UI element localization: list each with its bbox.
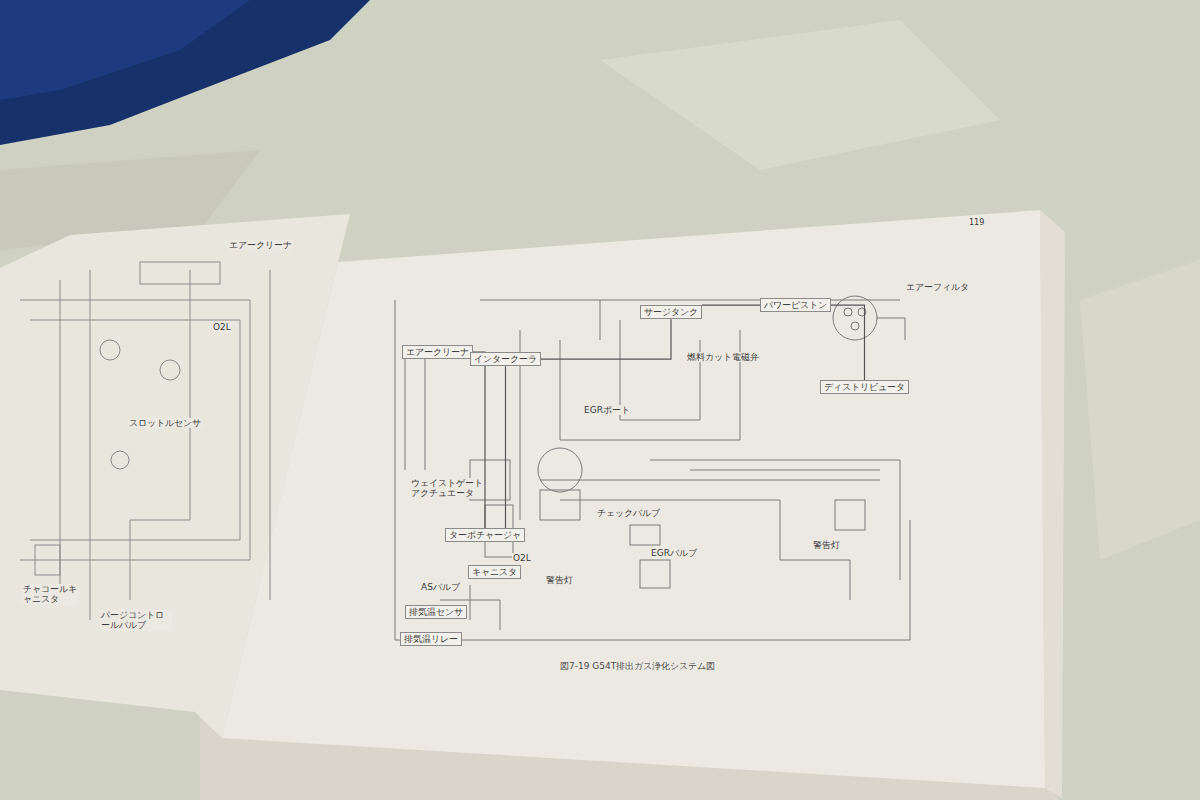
hose-line — [505, 366, 506, 528]
page-number: 119 — [968, 218, 985, 227]
part-label: チャコールキャニスタ — [22, 584, 78, 605]
component-name: エアークリーナ — [406, 347, 469, 357]
part-label: エアーフィルタ — [905, 282, 970, 292]
part-label: ASバルブ — [420, 582, 461, 592]
component-box: インタークーラ — [470, 352, 541, 366]
part-label: パージコントロールバルブ — [100, 610, 172, 631]
component-box: 排気温センサ — [405, 605, 467, 619]
component-box: ディストリビュータ — [820, 380, 909, 394]
part-label: O2L — [512, 553, 532, 563]
hose-line — [473, 352, 485, 528]
part-label: ウェイストゲートアクチュエータ — [410, 478, 484, 499]
component-name: パワーピストン — [764, 300, 827, 310]
component-box: 排気温リレー — [400, 632, 462, 646]
part-label: O2L — [212, 322, 232, 332]
component-box: サージタンク — [640, 305, 702, 319]
hose-line — [541, 319, 671, 359]
component-box: エアークリーナ — [402, 345, 473, 359]
part-label: 警告灯 — [812, 540, 841, 550]
part-label: 警告灯 — [545, 575, 574, 585]
component-box: キャニスタ — [468, 565, 521, 579]
component-name: ターボチャージャ — [449, 530, 521, 540]
component-name: サージタンク — [644, 307, 698, 317]
component-name: 排気温リレー — [404, 634, 458, 644]
component-box: パワーピストン — [760, 298, 831, 312]
part-label: 燃料カット電磁弁 — [686, 352, 760, 362]
part-label: チェックバルブ — [596, 508, 661, 518]
hose-line — [831, 305, 865, 380]
part-label: EGRポート — [583, 405, 631, 415]
part-label: スロットルセンサ — [128, 418, 202, 428]
part-label: エアークリーナ — [228, 240, 293, 250]
part-label: EGRバルブ — [650, 548, 698, 558]
hose-line — [702, 305, 760, 306]
component-name: 排気温センサ — [409, 607, 463, 617]
component-name: インタークーラ — [474, 354, 537, 364]
figure-caption: 図7-19 G54T排出ガス浄化システム図 — [560, 660, 715, 673]
component-name: ディストリビュータ — [824, 382, 905, 392]
component-box: ターボチャージャ — [445, 528, 525, 542]
component-name: キャニスタ — [472, 567, 517, 577]
